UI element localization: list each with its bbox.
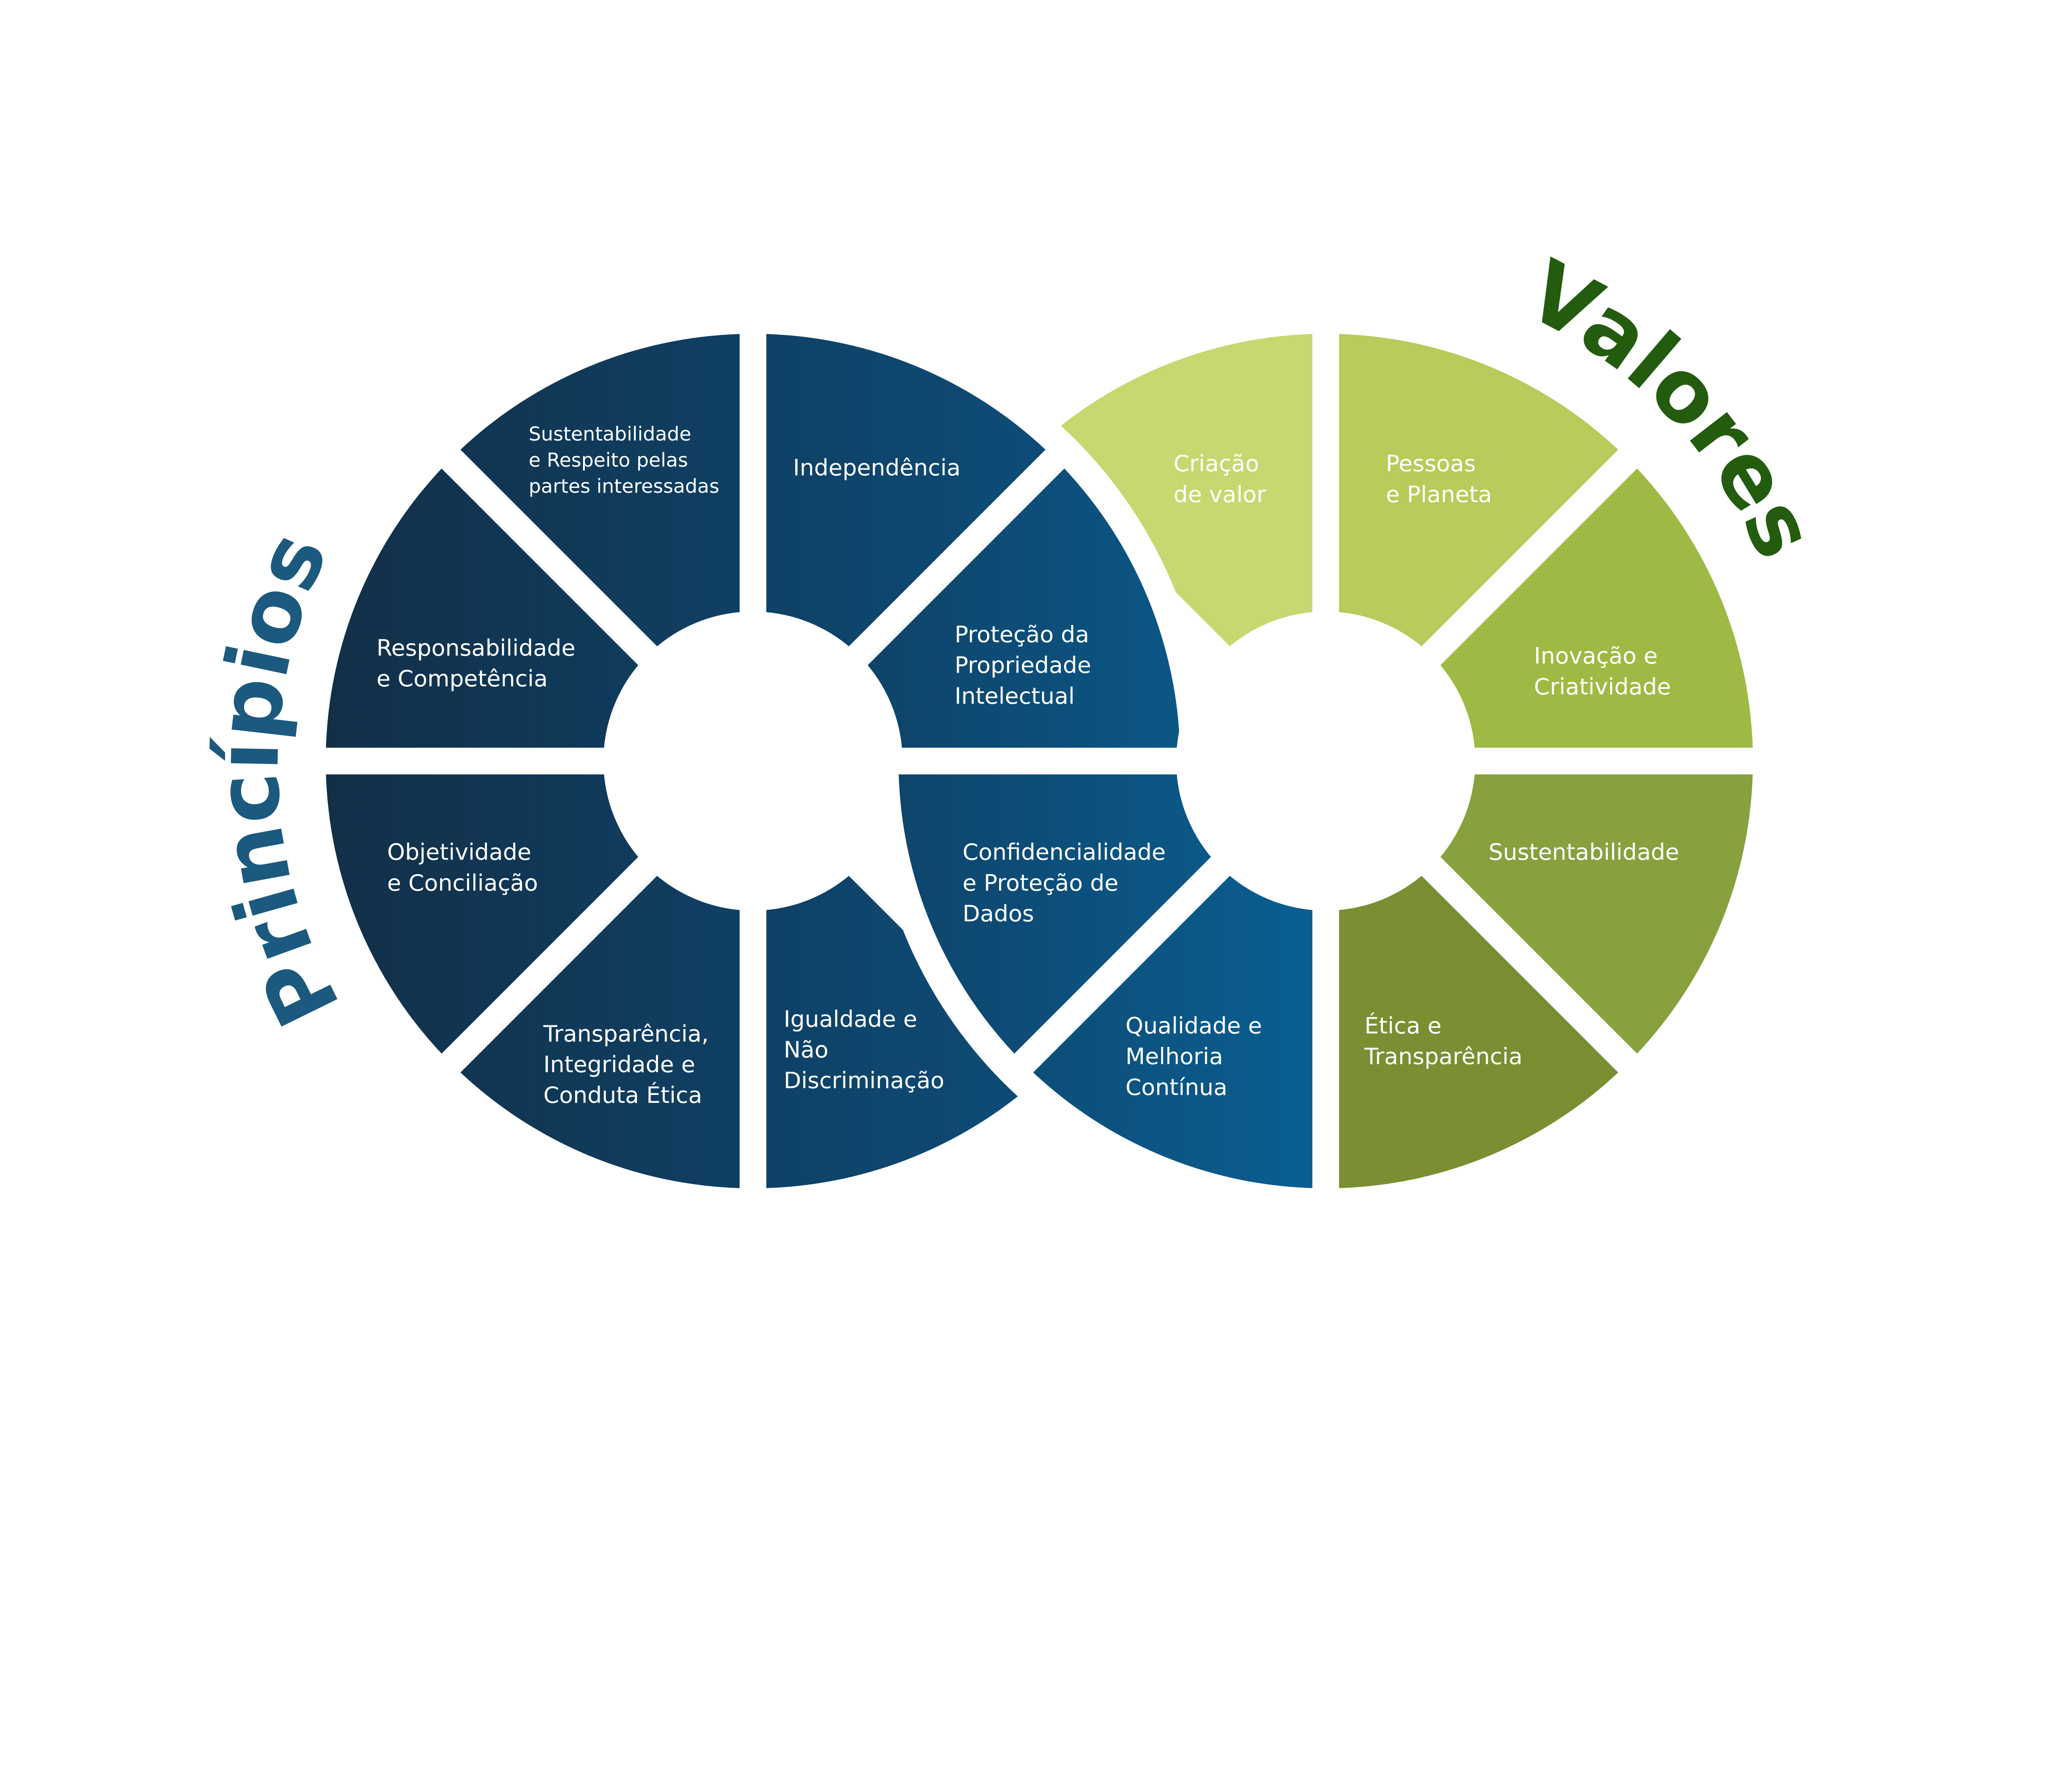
label-line: Não [784,1037,828,1063]
label-line: Igualdade e [784,1005,917,1032]
segment-transparencia-label: Transparência, Integridade e Conduta Ética [543,1020,709,1108]
label-line: Criatividade [1534,673,1671,700]
label-line: Sustentabilidade [1489,839,1679,865]
label-line: Transparência [1364,1043,1523,1070]
segment-sustentabilidade-respeito-label: Sustentabilidade e Respeito pelas partes i… [529,423,719,498]
label-line: de valor [1174,481,1266,507]
label-line: Dados [963,900,1034,927]
label-line: Transparência, [543,1020,709,1047]
label-line: Inovação e [1534,642,1658,669]
label-line: Qualidade e [1126,1012,1262,1039]
label-line: Conduta Ética [543,1082,702,1108]
segment-etica-transparencia-label: Ética e Transparência [1364,1012,1523,1070]
segment-qualidade [1033,876,1312,1188]
label-line: e Competência [377,665,548,692]
segment-confidencialidade [898,774,1211,1054]
segment-sustentabilidade [1440,774,1753,1054]
principles-values-diagram: Sustentabilidade e Respeito pelas partes i… [198,241,1835,1188]
label-line: partes interessadas [529,475,719,498]
segment-pessoas-planeta-label: Pessoas e Planeta [1386,450,1492,507]
label-line: Integridade e [543,1051,695,1078]
label-line: e Proteção de [963,870,1118,896]
segment-transparencia [460,876,740,1188]
label-line: e Planeta [1386,481,1492,507]
label-line: Objetividade [387,839,531,865]
segment-inovacao-label: Inovação e Criatividade [1534,642,1671,700]
segment-independencia-label: Independência [793,454,961,481]
segment-responsabilidade-label: Responsabilidade e Competência [377,635,576,692]
segment-objetividade-label: Objetividade e Conciliação [387,839,538,896]
label-line: e Conciliação [387,870,538,896]
segment-independencia [766,334,1046,647]
label-line: Melhoria [1126,1043,1223,1070]
segment-sustentabilidade-label: Sustentabilidade [1489,839,1679,865]
label-line: Discriminação [784,1067,944,1094]
segment-criacao-valor-label: Criação de valor [1174,450,1266,507]
segment-pessoas-planeta [1339,334,1618,647]
label-line: Ética e [1365,1012,1442,1039]
segment-protecao-propriedade [867,468,1180,748]
label-line: Independência [793,454,961,481]
label-line: Responsabilidade [377,635,576,661]
label-line: Intelectual [954,683,1075,709]
segment-sustentabilidade-respeito [460,334,740,647]
segment-inovacao [1440,468,1753,748]
label-line: Contínua [1126,1074,1227,1100]
segment-objetividade [326,774,639,1054]
segment-igualdade [766,876,1046,1188]
label-line: e Respeito pelas [529,449,688,472]
segment-etica-transparencia [1339,876,1618,1188]
label-line: Proteção da [954,621,1089,648]
segment-responsabilidade [326,468,639,748]
label-line: Criação [1174,450,1259,477]
label-line: Sustentabilidade [529,423,691,446]
segment-criacao-valor [1033,334,1312,647]
segment-confidencialidade-label: Confidencialidade e Proteção de Dados [963,839,1166,927]
label-line: Pessoas [1386,450,1476,477]
label-line: Propriedade [954,652,1091,678]
label-line: Confidencialidade [963,839,1166,865]
